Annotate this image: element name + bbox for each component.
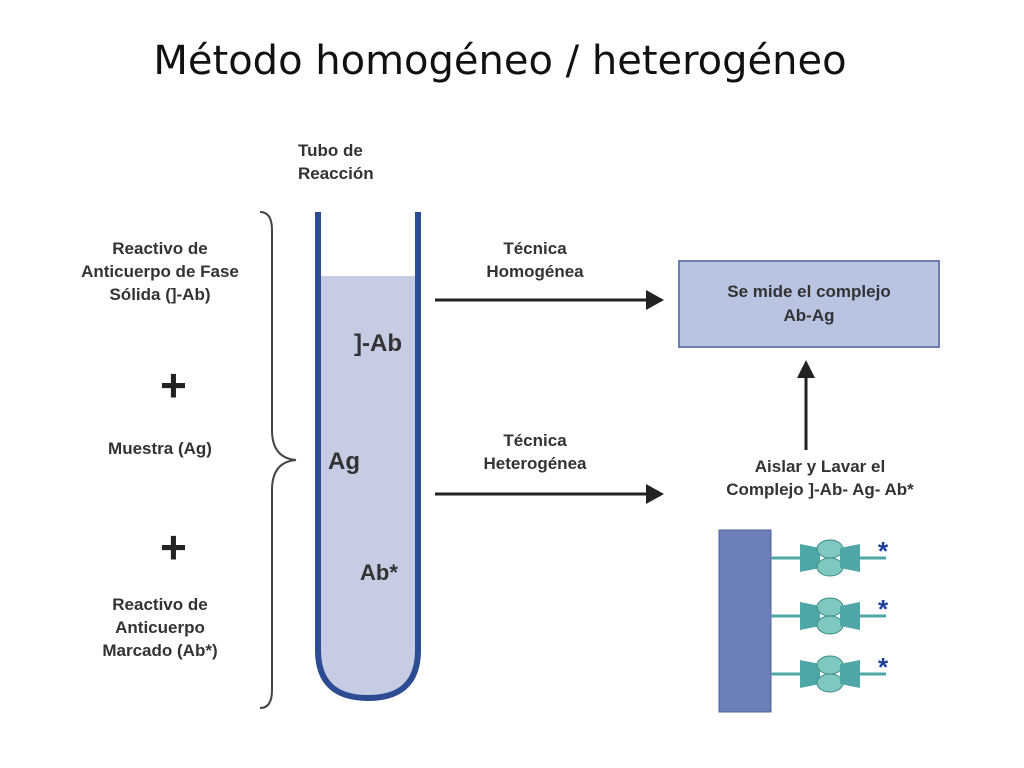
measure-complex-box: Se mide el complejo Ab-Ag bbox=[678, 260, 940, 348]
arrow-heterogeneous bbox=[435, 484, 664, 504]
tube-marked-ab: Ab* bbox=[360, 560, 398, 585]
solid-phase-reagent-label: Reactivo de Anticuerpo de Fase Sólida (]… bbox=[81, 239, 239, 304]
plus-sign-1: + bbox=[160, 359, 187, 411]
heterogeneous-technique-label: Técnica Heterogénea bbox=[483, 431, 587, 473]
arrow-up bbox=[797, 360, 815, 450]
reaction-tube bbox=[315, 212, 421, 702]
diagram-graphics: * * * bbox=[259, 211, 889, 713]
homogeneous-technique-label: Técnica Homogénea bbox=[486, 239, 584, 281]
left-brace bbox=[259, 211, 297, 709]
tube-antigen: Ag bbox=[328, 448, 360, 475]
plus-sign-2: + bbox=[160, 521, 187, 573]
tube-label: Tubo de Reacción bbox=[298, 141, 374, 183]
solid-phase bbox=[718, 529, 772, 713]
assay-diagram: * * * Tubo de Reacción Reactivo de Antic… bbox=[60, 130, 960, 740]
page-title: Método homogéneo / heterogéneo bbox=[153, 38, 847, 84]
tube-fluid bbox=[318, 276, 418, 698]
label-star-3: * bbox=[878, 652, 889, 682]
complex-2 bbox=[771, 597, 886, 635]
sample-label: Muestra (Ag) bbox=[108, 439, 212, 458]
complex-3 bbox=[771, 655, 886, 693]
marked-reagent-label: Reactivo de Anticuerpo Marcado (Ab*) bbox=[102, 595, 218, 660]
tube-solid-phase-ab: ]-Ab bbox=[354, 330, 402, 357]
isolate-wash-label: Aislar y Lavar el Complejo ]-Ab- Ag- Ab* bbox=[726, 457, 914, 499]
arrow-homogeneous bbox=[435, 290, 664, 310]
complex-1 bbox=[771, 539, 886, 577]
label-star-2: * bbox=[878, 594, 889, 624]
label-star-1: * bbox=[878, 536, 889, 566]
